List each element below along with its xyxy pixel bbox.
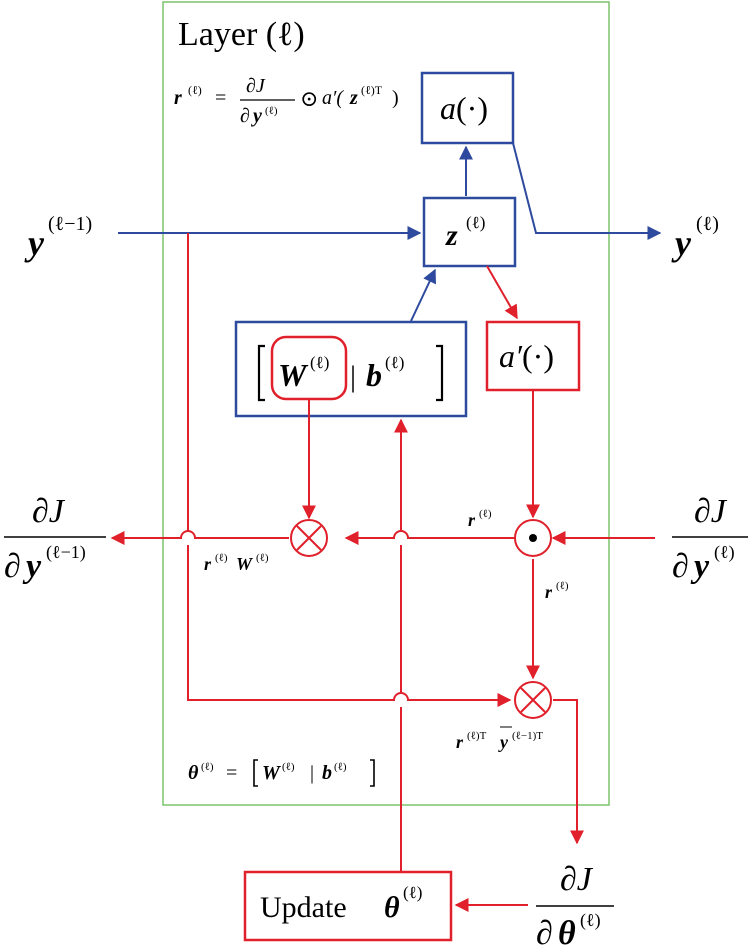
- svg-text:∂: ∂: [240, 105, 250, 127]
- svg-text:|: |: [350, 360, 356, 393]
- svg-text:a(·): a(·): [440, 90, 488, 126]
- svg-text:(ℓ)T: (ℓ)T: [467, 730, 487, 742]
- layer-frame: [162, 1, 610, 806]
- svg-text:r: r: [204, 554, 212, 574]
- svg-text:(ℓ)T: (ℓ)T: [361, 83, 383, 97]
- edge-label-r-top: r (ℓ): [468, 508, 492, 530]
- svg-text:∂J: ∂J: [694, 493, 728, 530]
- edge-label-ry: r (ℓ)T y (ℓ−1)T: [456, 726, 543, 752]
- activation-node: [420, 71, 515, 145]
- svg-text:(ℓ): (ℓ): [403, 883, 422, 902]
- svg-text:(ℓ): (ℓ): [215, 552, 228, 564]
- svg-text:b: b: [366, 357, 382, 393]
- svg-text:θ: θ: [188, 762, 199, 784]
- svg-text:y: y: [498, 732, 509, 752]
- svg-text:y: y: [22, 548, 42, 585]
- svg-text:∂J: ∂J: [246, 75, 266, 97]
- svg-text:W: W: [236, 554, 254, 574]
- svg-text:(ℓ): (ℓ): [334, 761, 347, 773]
- svg-text:(ℓ): (ℓ): [580, 910, 601, 931]
- input-label: y (ℓ−1): [24, 213, 92, 263]
- svg-text:⊙: ⊙: [300, 86, 318, 111]
- svg-text:θ: θ: [558, 915, 576, 948]
- svg-text:∂: ∂: [536, 915, 553, 948]
- svg-text:z: z: [349, 87, 358, 109]
- odot-op: [514, 519, 552, 557]
- svg-text:(ℓ): (ℓ): [310, 353, 329, 372]
- backward-flow: [110, 233, 655, 912]
- svg-text:r: r: [174, 87, 182, 109]
- svg-text:W: W: [262, 762, 281, 784]
- svg-text:∂J: ∂J: [32, 493, 66, 530]
- svg-text:θ: θ: [384, 891, 400, 924]
- otimes-left-op: [290, 519, 328, 557]
- svg-text:W: W: [278, 357, 309, 393]
- svg-text:(ℓ): (ℓ): [466, 213, 485, 232]
- svg-text:|: |: [310, 762, 314, 784]
- z-node: [422, 196, 517, 268]
- svg-text:Update: Update: [260, 891, 347, 924]
- svg-text:(ℓ−1): (ℓ−1): [48, 213, 92, 235]
- svg-text:(ℓ): (ℓ): [265, 105, 278, 117]
- edge-label-r-down: r (ℓ): [545, 580, 569, 602]
- svg-text:): ): [392, 87, 399, 109]
- otimes-bottom-op: [514, 681, 552, 719]
- svg-text:y: y: [24, 223, 45, 263]
- grad-out-label: ∂J ∂ y (ℓ−1): [4, 493, 106, 585]
- svg-text:z: z: [445, 219, 458, 252]
- svg-text:(ℓ): (ℓ): [556, 580, 569, 592]
- svg-text:∂: ∂: [4, 548, 21, 585]
- theta-definition: θ (ℓ) = W (ℓ) | b (ℓ): [188, 759, 375, 787]
- svg-text:r: r: [468, 510, 476, 530]
- layer-title: Layer (ℓ): [178, 16, 305, 53]
- svg-text:a′(·): a′(·): [499, 338, 554, 374]
- svg-text:(ℓ): (ℓ): [282, 761, 295, 773]
- svg-text:a′(: a′(: [322, 87, 344, 109]
- svg-text:(ℓ): (ℓ): [479, 508, 492, 520]
- svg-text:(ℓ−1): (ℓ−1): [46, 542, 86, 563]
- r-definition: r (ℓ) = ∂J ∂ y (ℓ) ⊙ a′( z (ℓ)T ): [174, 75, 399, 127]
- svg-text:y: y: [690, 548, 710, 585]
- weights-node: [234, 320, 468, 418]
- svg-text:(ℓ): (ℓ): [188, 83, 202, 97]
- update-node: [243, 870, 453, 942]
- svg-text:(ℓ): (ℓ): [696, 213, 719, 235]
- grad-theta-label: ∂J ∂ θ (ℓ): [536, 861, 614, 948]
- svg-text:=: =: [215, 87, 226, 109]
- svg-text:y: y: [251, 105, 262, 127]
- svg-text:(ℓ): (ℓ): [256, 552, 269, 564]
- output-label: y (ℓ): [671, 213, 719, 263]
- svg-text:(ℓ−1)T: (ℓ−1)T: [512, 730, 543, 742]
- svg-text:(ℓ): (ℓ): [714, 542, 735, 563]
- forward-flow: [118, 142, 662, 322]
- svg-text:y: y: [671, 223, 692, 263]
- svg-text:(ℓ): (ℓ): [385, 353, 404, 372]
- svg-text:b: b: [322, 762, 332, 784]
- svg-text:∂: ∂: [672, 548, 689, 585]
- svg-text:∂J: ∂J: [560, 861, 594, 898]
- grad-in-label: ∂J ∂ y (ℓ): [672, 493, 748, 585]
- svg-text:r: r: [545, 582, 553, 602]
- svg-text:=: =: [226, 762, 237, 784]
- svg-text:r: r: [456, 732, 464, 752]
- svg-text:(ℓ): (ℓ): [201, 761, 214, 773]
- edge-label-rW: r (ℓ) W (ℓ): [204, 552, 269, 574]
